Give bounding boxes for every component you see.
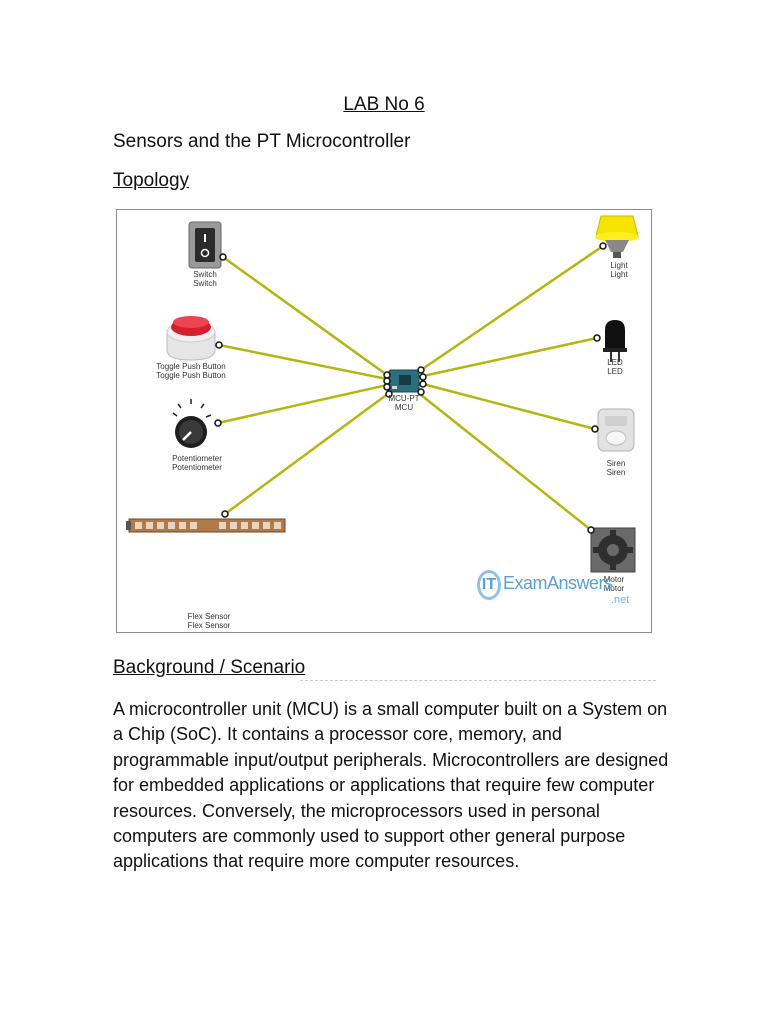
motor-device [587, 526, 636, 573]
light-label: Light Light [610, 261, 628, 279]
cable-siren [422, 382, 596, 431]
cable-group [217, 244, 604, 531]
background-heading: Background / Scenario [113, 657, 306, 678]
mcu-label: MCU-PT MCU [388, 394, 420, 412]
background-paragraph: A microcontroller unit (MCU) is a small … [113, 699, 669, 872]
led-label: LED LED [607, 358, 623, 376]
cable-flex [224, 391, 390, 516]
watermark-it-icon: IT [477, 570, 501, 600]
watermark-text: ExamAnswers [503, 573, 613, 593]
page-subtitle: Sensors and the PT Microcontroller [113, 131, 411, 152]
watermark-suffix: .net [611, 594, 630, 606]
cable-motor [420, 394, 592, 531]
potentiometer-device [172, 399, 222, 448]
siren-device [591, 408, 635, 452]
topology-diagram-svg [126, 215, 639, 573]
cable-toggle [218, 343, 388, 381]
flex-sensor-device [126, 510, 286, 533]
siren-label: Siren Siren [606, 459, 626, 477]
watermark-logo: IT ExamAnswers .net [475, 568, 635, 612]
switch-device [188, 221, 227, 269]
section-divider [300, 680, 656, 681]
topology-diagram: Switch Switch Toggle Push Button Toggle … [116, 209, 652, 633]
topology-heading: Topology [113, 170, 190, 191]
flex-sensor-label: Flex Sensor Flex Sensor [187, 612, 231, 630]
led-device [593, 320, 627, 362]
cable-potentiometer [217, 383, 388, 425]
cable-led [422, 336, 598, 378]
cable-light [420, 244, 604, 372]
toggle-push-button-label: Toggle Push Button Toggle Push Button [156, 362, 226, 380]
page-title: LAB No 6 [343, 94, 425, 115]
toggle-push-button-device [166, 316, 223, 361]
mcu-board-device [383, 366, 427, 398]
motor-label: Motor Motor [603, 575, 625, 593]
potentiometer-label: Potentiometer Potentiometer [172, 454, 222, 472]
light-device [595, 215, 639, 258]
switch-label: Switch Switch [193, 270, 217, 288]
cable-switch [222, 255, 388, 377]
